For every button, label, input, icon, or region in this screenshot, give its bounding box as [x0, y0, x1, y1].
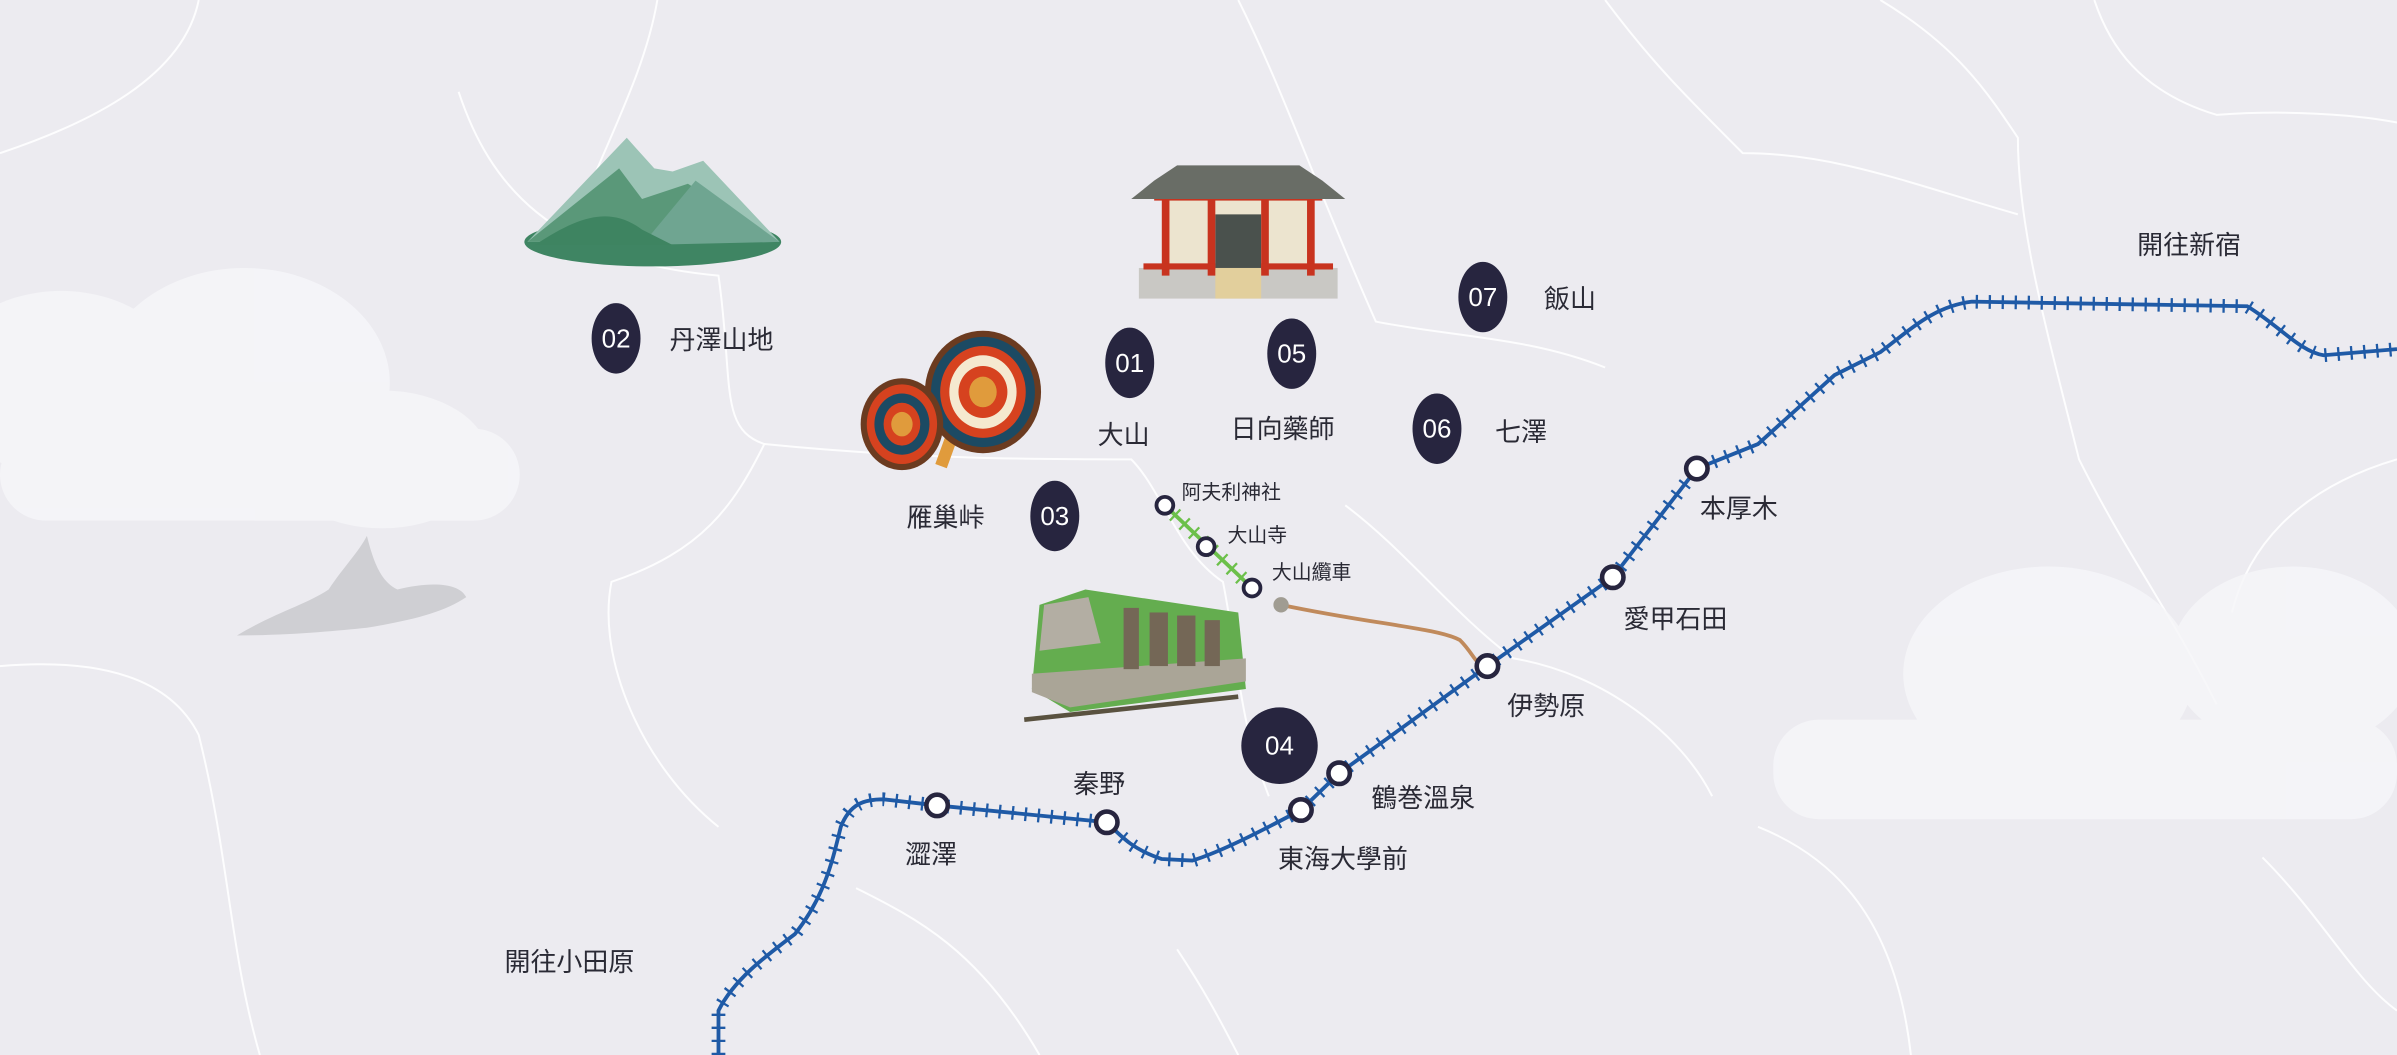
- cable-station-label: 大山寺: [1228, 524, 1288, 547]
- spot-number: 01: [1115, 348, 1144, 378]
- direction-odawara: 開往小田原: [504, 948, 634, 978]
- spot-number: 07: [1468, 282, 1497, 312]
- shrine-illustration: [1131, 165, 1346, 299]
- lake: [236, 535, 467, 636]
- station-marker[interactable]: [1474, 653, 1501, 680]
- spot-label: 七澤: [1495, 418, 1547, 448]
- spot-number: 05: [1277, 339, 1306, 369]
- spot-number: 06: [1423, 414, 1452, 444]
- ropeway-terminal: [1273, 597, 1289, 613]
- direction-shinjuku: 開往新宿: [2137, 231, 2241, 261]
- station-label: 秦野: [1073, 770, 1125, 800]
- spot-05[interactable]: 05 日向藥師: [1231, 318, 1335, 445]
- drums-illustration: [860, 330, 1042, 471]
- rail-station-markers: [924, 455, 1710, 836]
- station-label: 伊勢原: [1507, 692, 1585, 722]
- spot-04[interactable]: 04: [1241, 707, 1318, 784]
- cable-station-marker[interactable]: [1241, 577, 1263, 599]
- spot-label: 丹澤山地: [670, 326, 774, 356]
- spot-01[interactable]: 01 大山: [1098, 327, 1155, 451]
- station-marker[interactable]: [1093, 809, 1120, 836]
- cable-station-marker[interactable]: [1195, 536, 1217, 557]
- cable-station-label: 阿夫利神社: [1182, 481, 1281, 504]
- spot-number: 04: [1265, 731, 1294, 761]
- station-marker[interactable]: [1599, 564, 1626, 591]
- station-label: 愛甲石田: [1623, 605, 1727, 635]
- station-marker[interactable]: [1287, 796, 1314, 824]
- spot-06[interactable]: 06 七澤: [1412, 393, 1548, 464]
- spot-label: 大山: [1098, 421, 1150, 451]
- mountain-illustration: [524, 137, 782, 267]
- station-label: 東海大學前: [1278, 845, 1408, 875]
- spot-label: 日向藥師: [1231, 415, 1335, 445]
- odakyu-rail-line: [711, 294, 2397, 1055]
- ropeway-line: [1280, 602, 1488, 668]
- cable-station-marker[interactable]: [1154, 494, 1176, 516]
- cable-car-illustration: [1023, 589, 1246, 722]
- spot-07[interactable]: 07 飯山: [1458, 261, 1596, 333]
- spot-label: 飯山: [1544, 285, 1596, 315]
- spot-03[interactable]: 03 雁巢峠: [907, 480, 1080, 552]
- station-label: 澀澤: [905, 841, 957, 871]
- station-marker[interactable]: [924, 792, 951, 819]
- spot-02[interactable]: 02 丹澤山地: [591, 303, 774, 374]
- cloud-right: [1773, 566, 2397, 820]
- spot-label: 雁巢峠: [907, 504, 985, 534]
- station-label: 鶴巻溫泉: [1371, 784, 1475, 814]
- station-marker[interactable]: [1683, 455, 1710, 482]
- cloud-left: [0, 267, 520, 529]
- station-label: 本厚木: [1700, 495, 1778, 525]
- spot-number: 02: [602, 323, 631, 353]
- spot-number: 03: [1040, 501, 1069, 531]
- cable-station-label: 大山纜車: [1272, 561, 1351, 584]
- station-marker[interactable]: [1326, 760, 1353, 787]
